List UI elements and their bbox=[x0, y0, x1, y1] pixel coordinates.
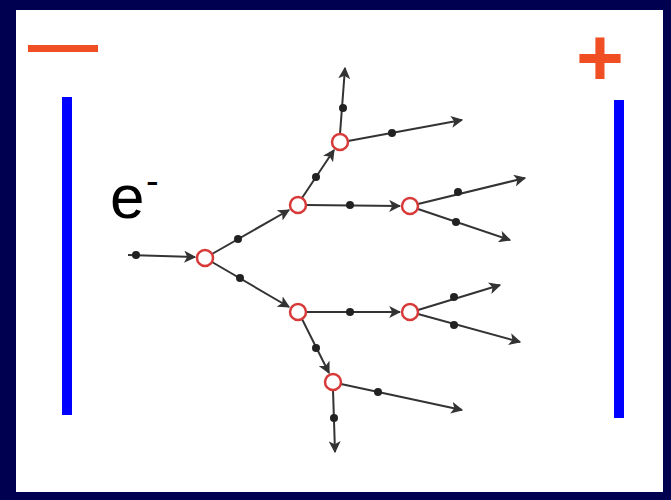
electron-track bbox=[302, 319, 329, 373]
ion-circle bbox=[197, 250, 213, 266]
ion-circle bbox=[402, 198, 418, 214]
electron-track bbox=[212, 210, 289, 254]
electron-dot bbox=[234, 235, 242, 243]
charge-superscript: - bbox=[146, 162, 159, 200]
cathode-plate bbox=[62, 97, 72, 415]
particle-symbol: e bbox=[110, 166, 144, 228]
electron-track bbox=[348, 120, 462, 141]
electron-track bbox=[418, 314, 520, 342]
electron-dot bbox=[346, 308, 354, 316]
electron-dot bbox=[346, 201, 354, 209]
electron-dot bbox=[312, 173, 320, 181]
electron-dot bbox=[236, 274, 244, 282]
ion-circle bbox=[332, 134, 348, 150]
electron-dot bbox=[450, 321, 458, 329]
ions bbox=[197, 134, 418, 390]
electron-dot bbox=[388, 129, 396, 137]
electron-dot bbox=[132, 251, 140, 259]
electron-dot bbox=[374, 388, 382, 396]
electron-track bbox=[418, 209, 510, 240]
electrons bbox=[132, 104, 462, 422]
ion-circle bbox=[290, 304, 306, 320]
electron-dot bbox=[339, 104, 347, 112]
electron-paths bbox=[128, 68, 525, 452]
electron-track bbox=[340, 68, 345, 134]
white-panel bbox=[16, 10, 663, 492]
electron-track bbox=[212, 262, 289, 307]
anode-plate bbox=[614, 100, 624, 418]
electron-dot bbox=[452, 218, 460, 226]
electron-track bbox=[341, 384, 462, 410]
electron-dot bbox=[312, 344, 320, 352]
electron-dot bbox=[450, 293, 458, 301]
electron-dot bbox=[330, 414, 338, 422]
polarity-sign: + bbox=[576, 16, 624, 98]
electron-dot bbox=[454, 188, 462, 196]
electron-track bbox=[302, 150, 334, 198]
ion-circle bbox=[325, 374, 341, 390]
electron-track bbox=[418, 285, 500, 310]
electron-track bbox=[418, 178, 525, 204]
ion-circle bbox=[402, 304, 418, 320]
ion-circle bbox=[290, 197, 306, 213]
polarity-sign: — bbox=[28, 8, 98, 78]
